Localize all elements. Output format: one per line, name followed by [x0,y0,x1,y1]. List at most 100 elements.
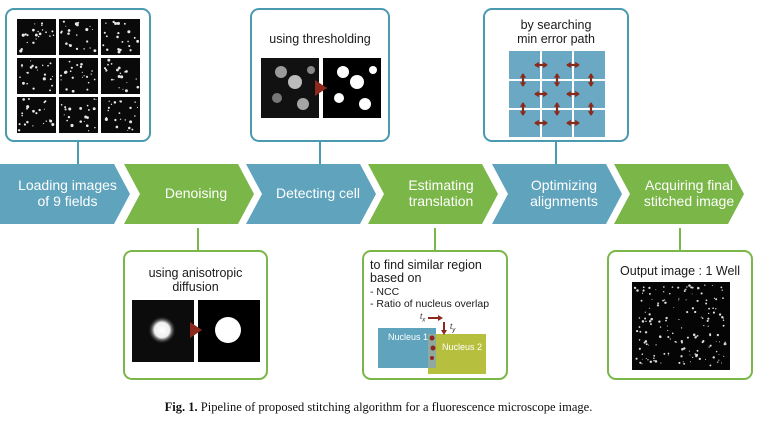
cell-speck [63,114,65,116]
caption-text: Pipeline of proposed stitching algorithm… [197,400,593,414]
stage-acquiring-final-image: Acquiring final stitched image [643,177,735,209]
cell-speck [709,364,712,367]
path-arrowhead [575,119,580,127]
caption-prefix: Fig. 1. [164,400,198,414]
stage-denoising: Denoising [164,185,228,201]
cell-speck [638,339,641,341]
cell-speck [102,44,105,47]
cell-speck [685,288,687,290]
cell-speck [666,325,668,327]
cell-speck [52,75,54,78]
stage-chevron [246,164,376,224]
cell-speck [17,129,21,132]
cell-speck [647,344,649,346]
cell-speck [49,62,52,65]
cell-speck [667,330,669,332]
cell-speck [655,289,657,291]
cell-speck [638,317,641,319]
cell-speck [70,123,74,128]
cell-speck [136,41,139,43]
cell-speck [636,289,639,292]
connector-anisotropic [197,228,199,250]
cell-speck [715,350,718,353]
cell-speck [692,356,694,358]
cell-speck [718,313,722,316]
connector-search-path [555,142,557,164]
cell-speck [107,63,109,66]
cell-speck [715,341,717,342]
cell-speck [658,335,662,338]
cell-speck [707,317,710,320]
cell-speck [117,50,121,54]
cell-speck [705,358,707,360]
cell-speck [69,44,72,47]
cell-speck [655,344,657,346]
cell-speck [67,32,70,35]
cell-speck [75,34,78,36]
cell-speck [653,357,655,360]
cell-speck [694,353,697,355]
cell-speck [662,299,664,302]
cell-speck [641,353,644,355]
cell-speck [45,120,48,122]
nucleus-1-label: Nucleus 1 [388,332,429,342]
path-arrowhead [534,90,539,98]
cell-speck [691,293,693,295]
cell-speck [65,25,67,27]
cell-speck [633,286,637,290]
cell-speck [113,101,117,104]
cell-speck [721,362,723,364]
cell-speck [84,117,86,119]
cell-speck [663,352,666,355]
cell-speck [648,307,650,309]
field-tile [59,58,98,94]
cell-speck [678,318,680,321]
cell-speck [26,120,29,124]
cell-speck [662,291,665,293]
cell-speck [697,286,700,290]
cell-speck [673,306,675,308]
cell-speck [122,88,124,90]
cell-speck [667,335,670,339]
cell-speck [26,105,30,109]
cell-speck [60,74,63,77]
cell-speck [667,352,670,355]
cell-speck [69,70,72,73]
cell-speck [71,89,75,93]
stage-estimating-translation: Estimating translation [408,177,474,209]
cell-speck [68,60,71,63]
cell-speck [105,70,107,72]
cell-speck [110,103,113,105]
cell-speck [675,341,677,343]
cell-speck [81,71,83,73]
cell-speck [65,88,68,91]
cell-speck [680,327,683,329]
cell-speck [105,35,108,38]
path-arrowhead [553,102,561,107]
cell-speck [134,115,136,117]
cell-speck [117,31,120,35]
cell-speck [37,35,40,38]
cell-speck [644,311,646,313]
path-arrowhead [587,111,595,116]
cell-speck [119,118,122,120]
cell-speck [718,359,720,361]
cell-speck [85,124,89,128]
cell-speck [124,119,127,121]
cell-speck [36,69,38,71]
cell-speck [47,64,49,67]
cell-speck [35,112,38,115]
cell-speck [85,75,89,78]
cell-speck [722,297,724,299]
cell-speck [22,98,26,101]
cell-speck [650,323,652,326]
cell-speck [43,108,45,110]
cell-speck [723,342,727,346]
cell-speck [642,286,645,289]
cell-speck [44,100,47,103]
cell-speck [86,104,89,107]
cell-speck [119,100,121,102]
cell-speck [76,63,79,67]
cell-speck [645,357,647,360]
cell-speck [715,298,718,301]
